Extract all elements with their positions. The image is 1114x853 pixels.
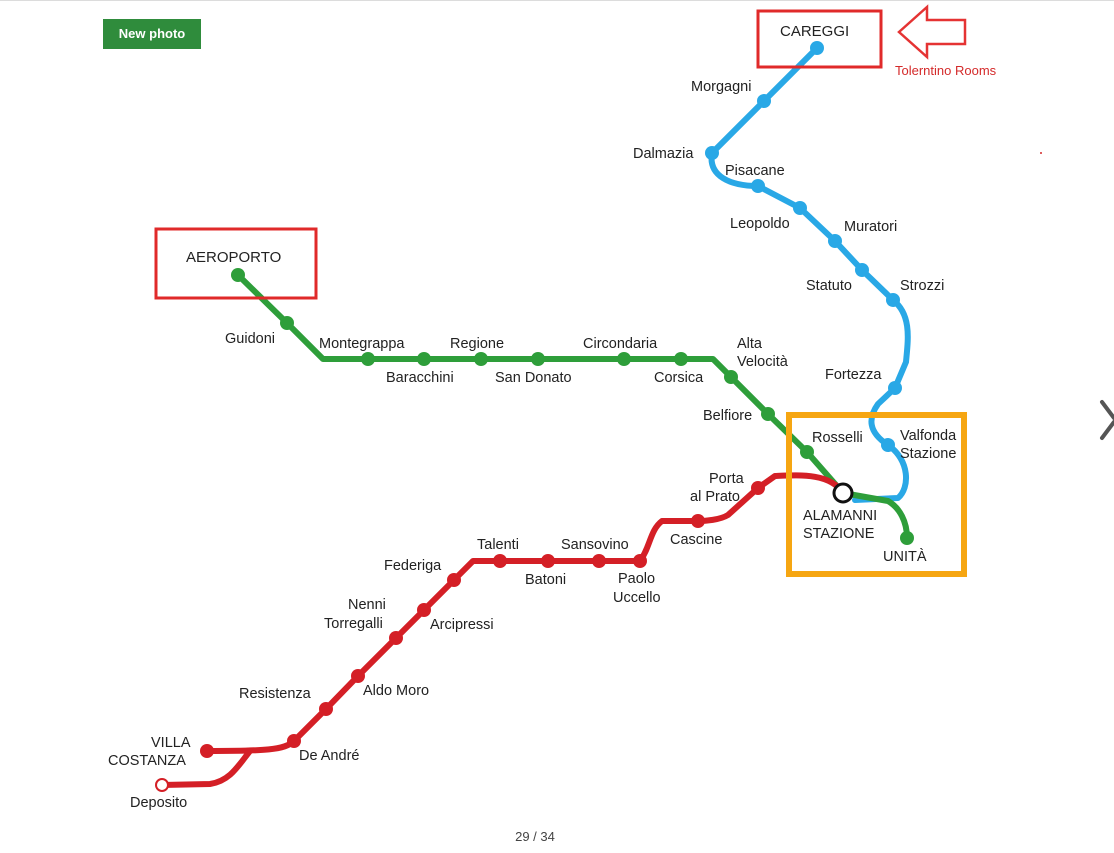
label-pisacane: Pisacane: [725, 163, 785, 179]
red-stations: [200, 481, 765, 758]
label-valfonda-2: Stazione: [900, 446, 956, 462]
aeroporto-highlight-box: [154, 227, 318, 300]
label-careggi: CAREGGI: [780, 23, 849, 40]
station-dot-nenni: [389, 631, 403, 645]
label-morgagni: Morgagni: [691, 79, 751, 95]
label-porta-al-prato-1: Porta: [709, 471, 745, 487]
chevron-right-icon: [1100, 400, 1114, 440]
station-dot-deposito: [155, 778, 169, 792]
label-federiga: Federiga: [384, 558, 442, 574]
station-dot-circondaria: [617, 352, 631, 366]
new-photo-badge: New photo: [103, 19, 201, 49]
station-dot-porta-al-prato: [751, 481, 765, 495]
label-valfonda-1: Valfonda: [900, 428, 957, 444]
station-dot-pisacane: [751, 179, 765, 193]
station-dot-unita: [900, 531, 914, 545]
label-talenti: Talenti: [477, 537, 519, 553]
label-circondaria: Circondaria: [583, 336, 658, 352]
label-belfiore: Belfiore: [703, 408, 752, 424]
label-san-donato: San Donato: [495, 370, 572, 386]
label-aldo-moro: Aldo Moro: [363, 683, 429, 699]
blue-stations: [705, 41, 902, 452]
station-dot-batoni: [541, 554, 555, 568]
label-nenni-2: Torregalli: [324, 616, 383, 632]
station-dot-belfiore: [761, 407, 775, 421]
label-muratori: Muratori: [844, 219, 897, 235]
label-batoni: Batoni: [525, 572, 566, 588]
label-strozzi: Strozzi: [900, 278, 944, 294]
station-dot-san-donato: [531, 352, 545, 366]
next-photo-button[interactable]: [1098, 396, 1114, 444]
station-dot-fortezza: [888, 381, 902, 395]
station-dot-regione: [474, 352, 488, 366]
label-paolo-uccello-2: Uccello: [613, 590, 661, 606]
station-dot-alamanni: [832, 482, 854, 504]
station-dot-dalmazia: [705, 146, 719, 160]
label-fortezza: Fortezza: [825, 367, 882, 383]
station-dot-baracchini: [417, 352, 431, 366]
label-villa-costanza-1: VILLA: [151, 735, 191, 751]
station-dot-paolo-uccello: [633, 554, 647, 568]
label-unita: UNITÀ: [883, 548, 927, 565]
station-dot-morgagni: [757, 94, 771, 108]
label-baracchini: Baracchini: [386, 370, 454, 386]
photo-counter: 29 / 34: [515, 829, 555, 844]
label-leopoldo: Leopoldo: [730, 216, 790, 232]
station-dot-aeroporto: [231, 268, 245, 282]
station-dot-de-andre: [287, 734, 301, 748]
station-dot-villa-costanza: [200, 744, 214, 758]
arrow-icon: [897, 4, 967, 60]
label-corsica: Corsica: [654, 370, 704, 386]
label-arcipressi: Arcipressi: [430, 617, 494, 633]
label-montegrappa: Montegrappa: [319, 336, 405, 352]
label-deposito: Deposito: [130, 795, 187, 811]
green-stations: [231, 268, 914, 545]
label-dalmazia: Dalmazia: [633, 146, 694, 162]
hotel-annotation: Tolerntino Rooms: [895, 63, 997, 78]
label-alamanni-2: STAZIONE: [803, 526, 875, 542]
station-dot-careggi: [810, 41, 824, 55]
top-border: [0, 0, 1114, 1]
label-paolo-uccello-1: Paolo: [618, 571, 655, 587]
station-dot-federiga: [447, 573, 461, 587]
green-line: [235, 272, 910, 541]
station-dot-resistenza: [319, 702, 333, 716]
station-dot-rosselli: [800, 445, 814, 459]
label-alta-velocita-1: Alta: [737, 336, 763, 352]
station-dot-valfonda: [881, 438, 895, 452]
label-guidoni: Guidoni: [225, 331, 275, 347]
red-line: [159, 472, 846, 788]
station-dot-aldo-moro: [351, 669, 365, 683]
station-dot-leopoldo: [793, 201, 807, 215]
label-cascine: Cascine: [670, 532, 722, 548]
label-statuto: Statuto: [806, 278, 852, 294]
station-dot-muratori: [828, 234, 842, 248]
station-dot-strozzi: [886, 293, 900, 307]
station-dot-arcipressi: [417, 603, 431, 617]
station-dot-guidoni: [280, 316, 294, 330]
label-nenni-1: Nenni: [348, 597, 386, 613]
station-dot-cascine: [691, 514, 705, 528]
label-resistenza: Resistenza: [239, 686, 312, 702]
label-alamanni-1: ALAMANNI: [803, 508, 877, 524]
careggi-highlight-box: [756, 9, 883, 69]
label-villa-costanza-2: COSTANZA: [108, 753, 186, 769]
label-de-andre: De André: [299, 748, 359, 764]
station-dot-alta-velocita: [724, 370, 738, 384]
station-dot-statuto: [855, 263, 869, 277]
station-dot-talenti: [493, 554, 507, 568]
label-rosselli: Rosselli: [812, 430, 863, 446]
label-regione: Regione: [450, 336, 504, 352]
dot-speck: [1040, 152, 1042, 154]
station-dot-montegrappa: [361, 352, 375, 366]
station-area-highlight-box: [786, 412, 967, 577]
label-porta-al-prato-2: al Prato: [690, 489, 740, 505]
blue-line: [708, 45, 911, 503]
station-dot-sansovino: [592, 554, 606, 568]
label-aeroporto: AEROPORTO: [186, 249, 281, 266]
label-alta-velocita-2: Velocità: [737, 354, 789, 370]
station-dot-corsica: [674, 352, 688, 366]
label-sansovino: Sansovino: [561, 537, 629, 553]
